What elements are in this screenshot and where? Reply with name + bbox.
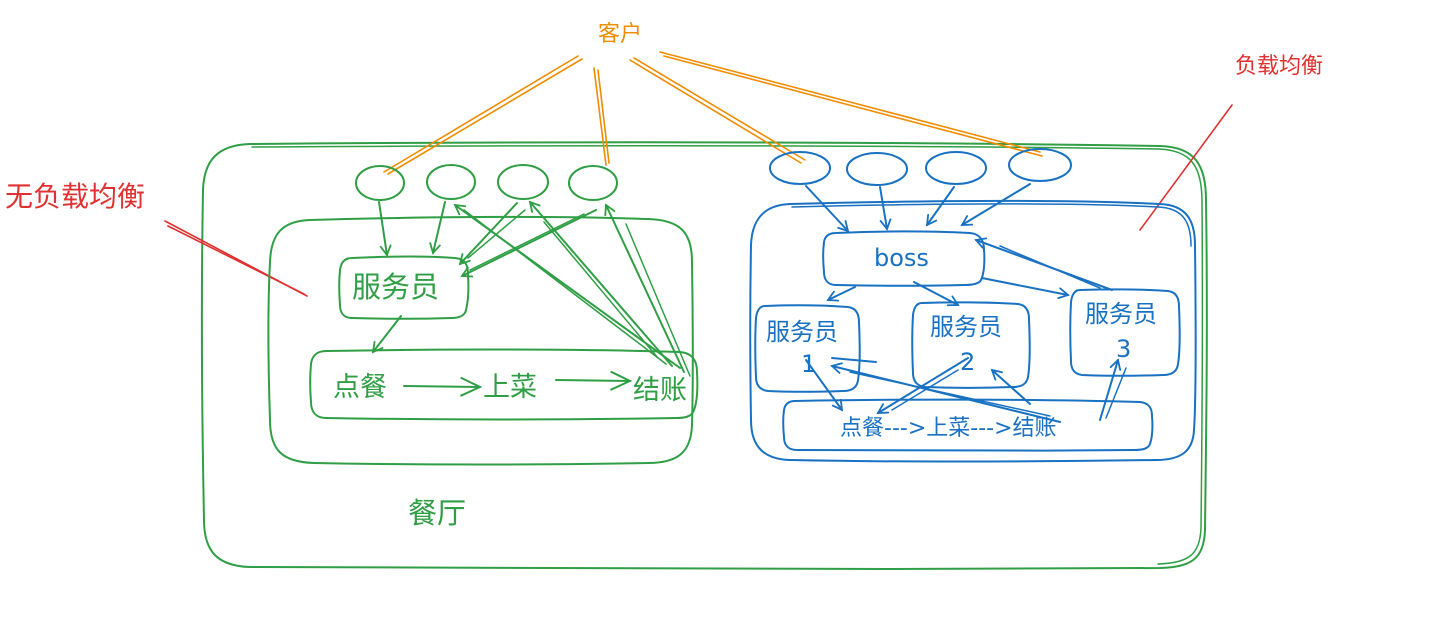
right-arrows bbox=[805, 183, 1127, 423]
right-waiter-1-label: 服务员 bbox=[766, 318, 838, 346]
right-waiter-2-label: 服务员 bbox=[930, 313, 1002, 341]
left-customer-node bbox=[355, 165, 405, 201]
restaurant-label: 餐厅 bbox=[408, 496, 466, 530]
left-process-arrows bbox=[403, 380, 630, 387]
right-process-box bbox=[782, 398, 1154, 452]
right-customer-node bbox=[769, 151, 831, 185]
left-waiter-label: 服务员 bbox=[352, 270, 439, 304]
right-customer-node bbox=[925, 151, 987, 185]
no-load-balance-label: 无负载均衡 bbox=[5, 180, 145, 213]
right-customer-node bbox=[846, 152, 908, 186]
load-balance-label: 负载均衡 bbox=[1235, 54, 1323, 79]
customer-lines bbox=[383, 51, 1043, 175]
left-waiter-box bbox=[338, 255, 470, 320]
red-pointers bbox=[164, 104, 1233, 297]
left-process-box bbox=[309, 348, 699, 421]
right-waiter-3-label: 服务员 bbox=[1085, 300, 1157, 328]
right-restaurant-box bbox=[749, 200, 1197, 463]
left-step-serve: 上菜 bbox=[483, 372, 537, 403]
left-customer-node bbox=[568, 165, 618, 201]
boss-label: boss bbox=[874, 244, 929, 272]
right-process-label: 点餐--->上菜--->结账 bbox=[840, 416, 1057, 441]
restaurant-container bbox=[200, 141, 1208, 571]
customers-label: 客户 bbox=[598, 22, 642, 47]
left-arrows bbox=[371, 200, 691, 377]
left-customers bbox=[355, 164, 618, 201]
right-waiter-3-number: 3 bbox=[1116, 335, 1131, 363]
right-waiter-box-3 bbox=[1069, 288, 1181, 377]
right-customer-node bbox=[1008, 148, 1072, 182]
right-waiter-box-1 bbox=[754, 304, 861, 393]
left-restaurant-box bbox=[267, 215, 694, 466]
left-step-order: 点餐 bbox=[333, 372, 387, 403]
boss-box bbox=[822, 230, 986, 287]
right-waiter-box-2 bbox=[911, 301, 1031, 389]
right-customers bbox=[769, 148, 1072, 186]
left-customer-node bbox=[497, 164, 549, 200]
left-customer-node bbox=[426, 164, 476, 200]
right-waiter-2-number: 2 bbox=[960, 348, 975, 376]
left-step-checkout: 结账 bbox=[633, 375, 687, 406]
